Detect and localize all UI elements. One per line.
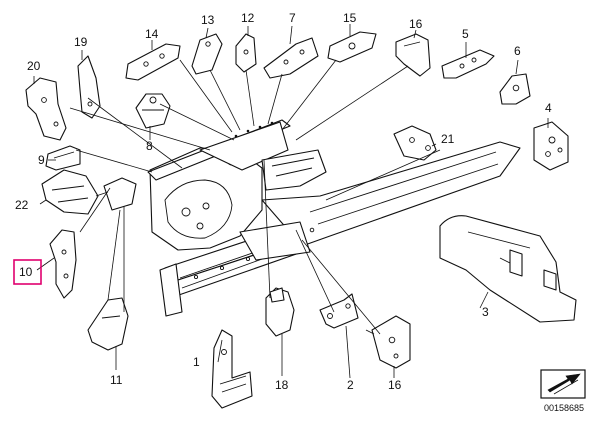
part-12-bracket <box>235 33 257 73</box>
callout-2[interactable]: 2 <box>347 378 354 392</box>
part-6-bracket <box>499 73 531 105</box>
callout-6[interactable]: 6 <box>514 44 521 58</box>
callout-22[interactable]: 22 <box>15 198 29 212</box>
callout-11[interactable]: 11 <box>110 373 123 387</box>
callout-16-upper[interactable]: 16 <box>409 17 423 31</box>
part-9-bracket <box>45 145 81 171</box>
callout-19[interactable]: 19 <box>74 35 88 49</box>
callout-9[interactable]: 9 <box>38 153 45 167</box>
part-10-bracket <box>49 229 77 299</box>
callout-4[interactable]: 4 <box>545 101 552 115</box>
part-8-mount <box>135 93 171 129</box>
small-bracket <box>103 177 137 211</box>
part-3-side-panel <box>439 215 577 323</box>
part-13-bracket <box>191 33 223 75</box>
part-5-bracket <box>441 49 495 79</box>
part-4-bracket <box>533 121 569 171</box>
callout-14[interactable]: 14 <box>145 27 159 41</box>
callout-10[interactable]: 10 <box>19 265 33 279</box>
document-number: 00158685 <box>544 403 584 413</box>
part-14-plate <box>125 43 181 81</box>
part-22-bracket <box>41 169 99 215</box>
callout-18[interactable]: 18 <box>275 378 289 392</box>
leader-lines <box>33 24 549 379</box>
callout-3[interactable]: 3 <box>482 305 489 319</box>
part-16-lower-bracket <box>365 315 411 369</box>
callout-5[interactable]: 5 <box>462 27 469 41</box>
callout-7[interactable]: 7 <box>289 11 296 25</box>
part-16-upper-bracket <box>395 33 431 77</box>
callout-13[interactable]: 13 <box>201 13 215 27</box>
callout-8[interactable]: 8 <box>146 139 153 153</box>
callout-1[interactable]: 1 <box>193 355 200 369</box>
callout-20[interactable]: 20 <box>27 59 41 73</box>
part-2-bracket <box>319 293 359 329</box>
callout-labels: 1 2 3 4 5 6 7 8 9 10 11 12 13 14 15 16 1… <box>13 11 552 392</box>
part-1-bracket <box>211 329 253 409</box>
part-15-plate <box>327 31 377 63</box>
part-7-bracket <box>263 37 319 79</box>
part-11-bracket <box>87 297 129 351</box>
callout-16-lower[interactable]: 16 <box>388 378 402 392</box>
part-21-bracket <box>393 125 437 161</box>
callout-12[interactable]: 12 <box>241 11 255 25</box>
front-frame-assembly <box>147 119 521 317</box>
callout-15[interactable]: 15 <box>343 11 357 25</box>
part-20-bracket <box>25 77 67 141</box>
part-18-mount <box>265 287 295 337</box>
highlight-box-10 <box>13 259 42 285</box>
direction-icon <box>540 369 586 399</box>
callout-21[interactable]: 21 <box>441 132 455 146</box>
part-19-bracket <box>77 55 101 119</box>
